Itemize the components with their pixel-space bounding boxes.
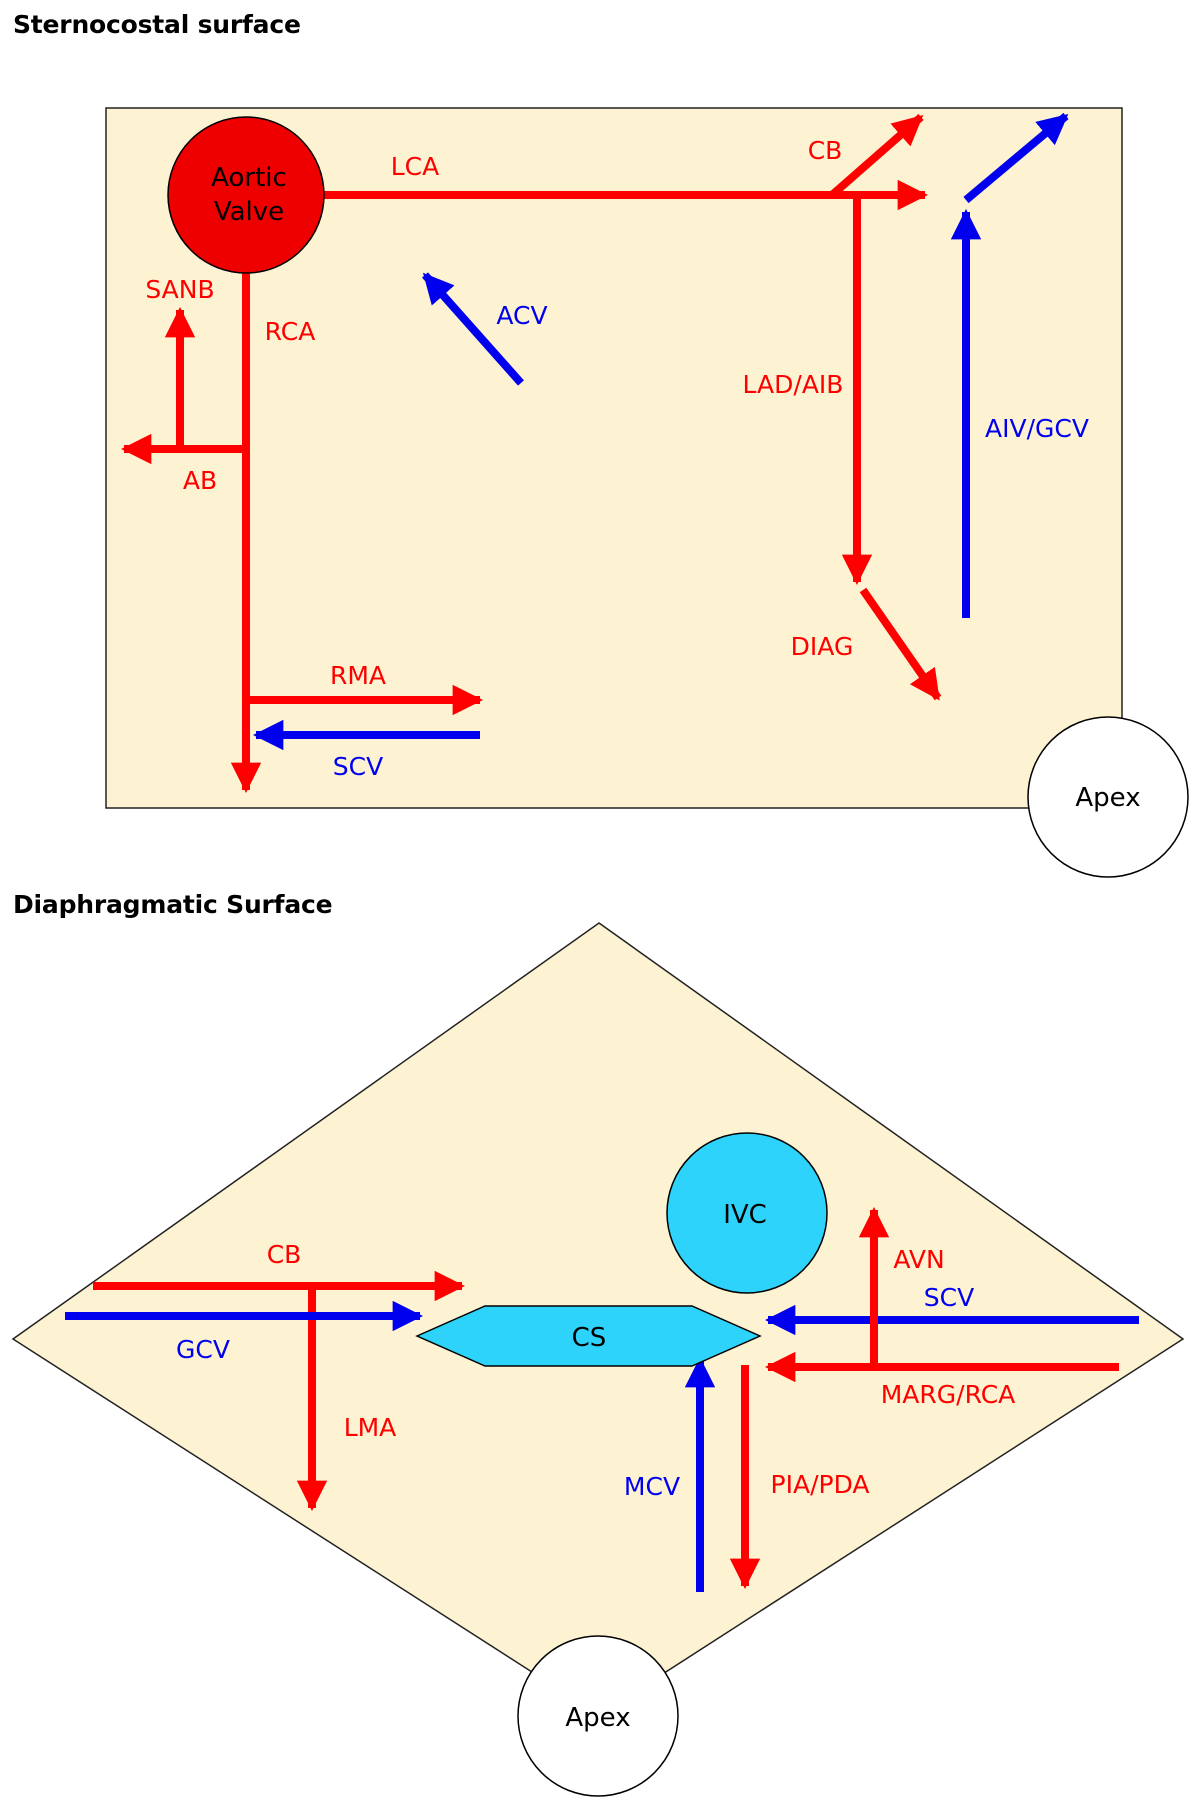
diag-artery bbox=[859, 587, 942, 701]
apex-sternocostal bbox=[1027, 716, 1189, 878]
mcv-label: MCV bbox=[624, 1472, 680, 1501]
cb-artery-sternocostal bbox=[829, 113, 924, 199]
cb-label-sternocostal: CB bbox=[808, 136, 843, 165]
lca-label: LCA bbox=[391, 152, 440, 181]
acv-label: ACV bbox=[496, 301, 547, 330]
ab-label: AB bbox=[183, 466, 217, 495]
aortic-valve-label-line2: Valve bbox=[214, 197, 284, 227]
scv-label-diaphragmatic: SCV bbox=[924, 1283, 974, 1312]
acv-vein bbox=[422, 272, 524, 386]
cb-label-diaphragmatic: CB bbox=[267, 1240, 302, 1269]
lad-aib-label: LAD/AIB bbox=[743, 370, 844, 399]
apex-sternocostal-label: Apex bbox=[1075, 783, 1140, 813]
scv-label-sternocostal: SCV bbox=[333, 752, 383, 781]
rma-label: RMA bbox=[330, 661, 386, 690]
aortic-valve bbox=[167, 116, 325, 274]
ivc-label: IVC bbox=[723, 1200, 767, 1230]
avn-label: AVN bbox=[893, 1245, 944, 1274]
aiv-gcv-vein-branch bbox=[963, 112, 1069, 204]
apex-diaphragmatic bbox=[517, 1635, 679, 1797]
pia-pda-label: PIA/PDA bbox=[771, 1470, 870, 1499]
rca-label: RCA bbox=[265, 317, 316, 346]
sanb-label: SANB bbox=[145, 275, 214, 304]
ivc-circle bbox=[666, 1132, 828, 1294]
aortic-valve-label-line1: Aortic bbox=[211, 163, 287, 193]
sternocostal-heading: Sternocostal surface bbox=[13, 10, 301, 39]
marg-rca-label: MARG/RCA bbox=[881, 1380, 1016, 1409]
aiv-gcv-label: AIV/GCV bbox=[985, 414, 1089, 443]
gcv-label: GCV bbox=[176, 1335, 230, 1364]
lma-label: LMA bbox=[344, 1413, 397, 1442]
cs-hexagon bbox=[415, 1305, 762, 1367]
diaphragmatic-heading: Diaphragmatic Surface bbox=[13, 890, 333, 919]
cs-label: CS bbox=[572, 1323, 607, 1353]
apex-diaphragmatic-label: Apex bbox=[565, 1703, 630, 1733]
diag-label: DIAG bbox=[791, 632, 854, 661]
